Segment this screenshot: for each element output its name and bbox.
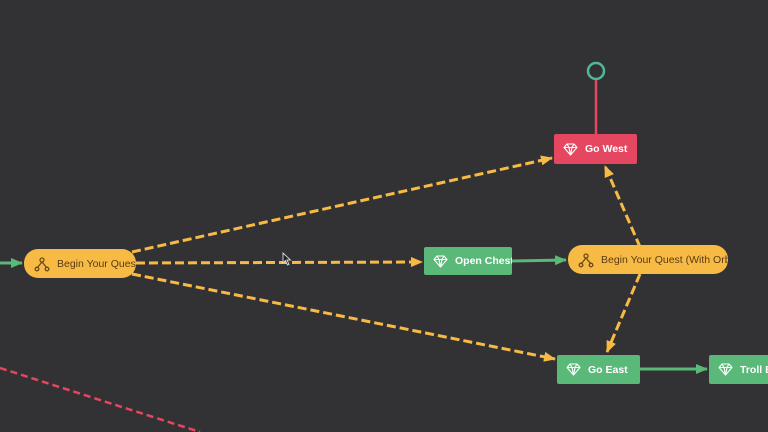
node-label: Begin Your Quest (With Orb!) <box>601 253 728 266</box>
node-label: Begin Your Quest <box>57 257 136 270</box>
end-marker[interactable] <box>586 61 606 81</box>
link-open-chest-to-orb-quest[interactable] <box>511 255 567 266</box>
branch-link-to-go-east[interactable] <box>131 272 556 362</box>
branch-icon <box>578 252 594 267</box>
node-troll[interactable]: Troll Er <box>709 355 768 384</box>
node-go-east[interactable]: Go East <box>557 355 640 384</box>
offscreen-dashed-link[interactable] <box>0 366 201 432</box>
gem-icon <box>718 363 733 376</box>
node-open-chest[interactable]: Open Chest <box>424 247 512 275</box>
orb-branch-link-to-go-west[interactable] <box>603 165 642 248</box>
branch-link-to-open-chest[interactable] <box>135 257 423 268</box>
mouse-cursor-icon <box>282 252 292 266</box>
node-label: Go East <box>588 363 628 376</box>
node-go-west[interactable]: Go West <box>554 134 637 164</box>
branch-link-to-go-west[interactable] <box>131 155 553 254</box>
node-label: Troll Er <box>740 363 768 376</box>
branch-icon <box>34 256 50 271</box>
orb-branch-link-to-go-east[interactable] <box>605 273 642 353</box>
gem-icon <box>433 254 448 268</box>
gem-icon <box>563 142 578 156</box>
node-label: Open Chest <box>455 255 512 267</box>
node-label: Go West <box>585 143 628 155</box>
node-begin-your-quest[interactable]: Begin Your Quest <box>24 249 136 278</box>
gem-icon <box>566 363 581 376</box>
node-begin-your-quest-with-orb[interactable]: Begin Your Quest (With Orb!) <box>568 245 728 274</box>
